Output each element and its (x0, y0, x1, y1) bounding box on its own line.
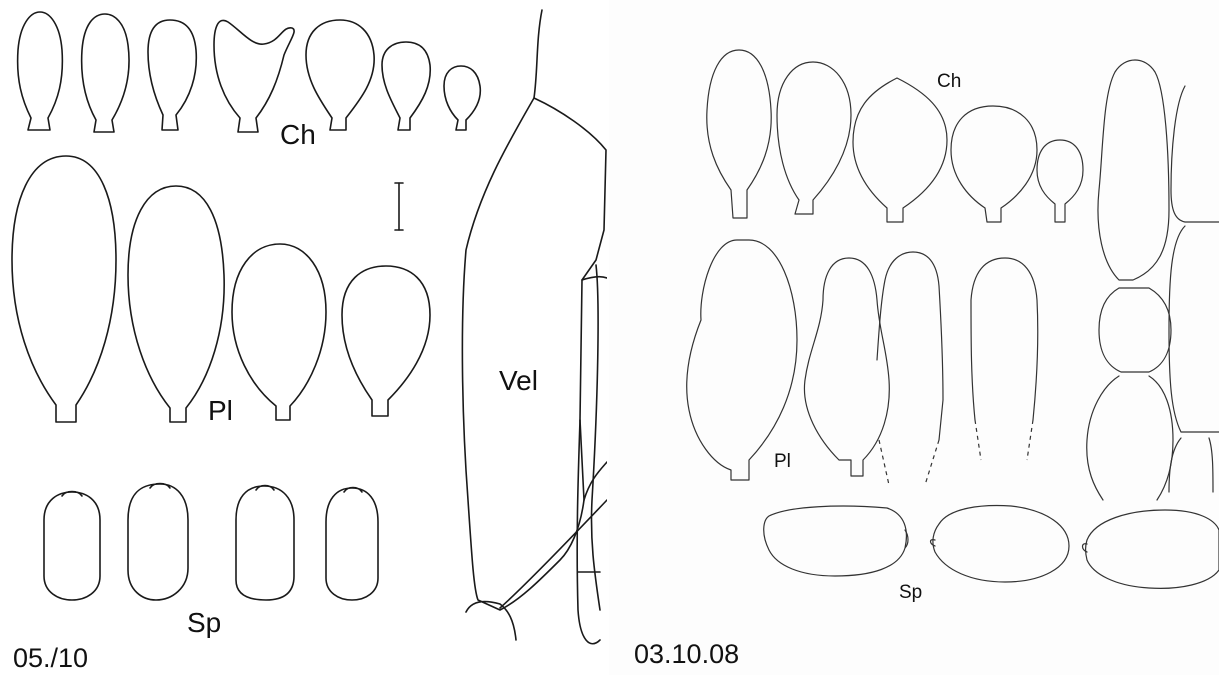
velum-cell-narrow (582, 277, 607, 280)
vel-label: Vel (499, 365, 538, 396)
spore (44, 492, 100, 600)
pleurocystidium (12, 156, 116, 422)
sp-label: Sp (187, 607, 221, 638)
cheilocystidium (951, 106, 1037, 222)
spore (764, 506, 907, 576)
right-date-label: 03.10.08 (634, 639, 739, 669)
velum-cell-narrow (591, 265, 600, 610)
cheilocystidium (707, 50, 771, 218)
pl-label: Pl (774, 451, 791, 472)
right-cystidia-chain (1087, 60, 1219, 500)
cheilocystidium (148, 20, 196, 130)
cheilocystidium (214, 20, 294, 132)
pleurocystidium (971, 258, 1038, 420)
chain-cell (1171, 86, 1219, 222)
pleurocystidium-dashed-tip (879, 440, 939, 485)
pleurocystidium (687, 240, 797, 480)
chain-cell (1169, 226, 1219, 432)
cheilocystidium (82, 14, 129, 132)
cheilocystidium (853, 78, 947, 222)
spore (236, 486, 294, 600)
right-cheilocystidia-group (707, 50, 1083, 222)
right-pleurocystidia-group (687, 240, 1038, 485)
ch-label: Ch (280, 119, 316, 150)
pleurocystidium (232, 244, 326, 420)
pleurocystidium (128, 186, 224, 422)
cheilocystidium (777, 62, 851, 214)
right-microscopy-drawing: Ch Pl (609, 0, 1219, 675)
velum-cell-bottom (466, 602, 516, 640)
scale-bar (395, 183, 403, 230)
pleurocystidium-dashed-tip (975, 420, 1033, 460)
velum-septum (534, 10, 542, 98)
velum-cell-narrow (577, 420, 600, 644)
right-spores-group (764, 506, 1219, 589)
left-pleurocystidia-group (12, 156, 430, 422)
velum-septum (500, 500, 607, 608)
pl-label: Pl (208, 395, 233, 426)
left-cheilocystidia-group (18, 12, 481, 132)
velum-septum (584, 462, 607, 500)
chain-cell (1169, 438, 1181, 492)
pleurocystidium (342, 266, 430, 416)
cheilocystidium (382, 42, 430, 130)
left-date-label: 05./10 (13, 643, 88, 673)
cheilocystidium (18, 12, 63, 130)
velum-cells-group (462, 10, 607, 644)
ch-label: Ch (937, 71, 961, 92)
left-spores-group (44, 484, 378, 601)
chain-cell (1099, 288, 1171, 372)
left-microscopy-drawing: Ch Pl Sp (0, 0, 607, 675)
cheilocystidium (306, 20, 374, 130)
cheilocystidium (444, 66, 480, 130)
chain-cell (1209, 438, 1213, 492)
cheilocystidium (1037, 140, 1083, 222)
pleurocystidium (804, 258, 889, 476)
spore (933, 506, 1069, 582)
chain-cell (1087, 376, 1119, 500)
chain-cell (1098, 60, 1169, 280)
spore (326, 488, 378, 600)
velum-cell-large (462, 98, 606, 610)
spore (1086, 510, 1219, 588)
spore (128, 484, 188, 600)
right-drawing-panel: Ch Pl (609, 0, 1219, 675)
left-drawing-panel: Ch Pl Sp (0, 0, 607, 675)
sp-label: Sp (899, 582, 922, 603)
